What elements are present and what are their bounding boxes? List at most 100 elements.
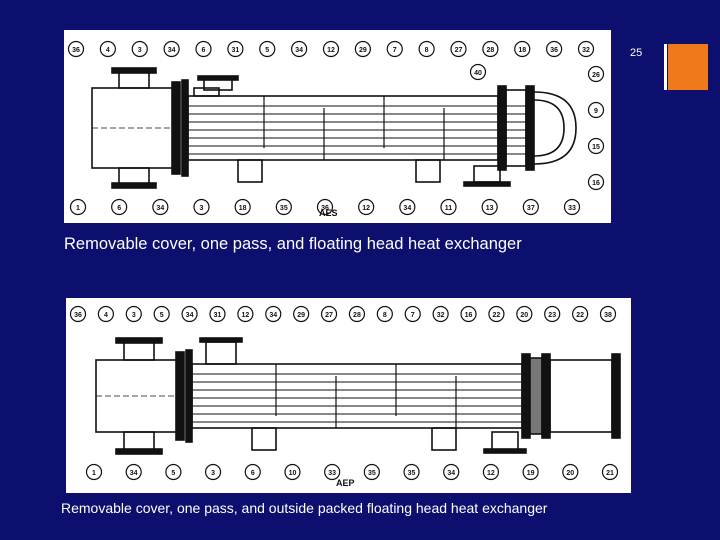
aes-callout-top-12: 27 xyxy=(450,40,467,58)
aes-callout-bottom-4: 18 xyxy=(234,198,251,216)
svg-text:35: 35 xyxy=(408,470,416,477)
svg-text:34: 34 xyxy=(447,470,455,477)
svg-text:12: 12 xyxy=(327,47,335,54)
svg-text:1: 1 xyxy=(92,470,96,477)
svg-text:18: 18 xyxy=(239,205,247,212)
svg-text:6: 6 xyxy=(251,470,255,477)
aes-callout-bottom-9: 11 xyxy=(440,198,457,216)
svg-text:32: 32 xyxy=(582,47,590,54)
aep-designation: AEP xyxy=(336,478,355,488)
aep-callout-top-9: 27 xyxy=(320,305,338,323)
aes-callout-top-8: 12 xyxy=(322,40,340,58)
aes-callout-top-16: 32 xyxy=(577,40,595,58)
aes-callout-inner-0: 40 xyxy=(469,63,487,81)
aep-callout-top-10: 28 xyxy=(348,305,366,323)
aep-callout-top-13: 32 xyxy=(432,305,449,323)
aes-callout-top-9: 29 xyxy=(354,40,371,58)
svg-text:8: 8 xyxy=(425,47,429,54)
aes-callout-top-10: 7 xyxy=(386,40,403,58)
aes-callout-top-13: 28 xyxy=(482,40,499,58)
aes-callout-top-15: 36 xyxy=(546,40,563,58)
svg-text:36: 36 xyxy=(74,312,82,319)
aes-callout-right-3: 16 xyxy=(587,173,605,191)
aep-callout-top-0: 36 xyxy=(69,305,87,323)
svg-text:20: 20 xyxy=(566,470,574,477)
aes-callout-top-7: 34 xyxy=(291,40,308,58)
aes-callout-top-1: 4 xyxy=(99,40,116,58)
svg-text:4: 4 xyxy=(104,312,108,319)
aep-callout-top-7: 34 xyxy=(265,305,282,323)
aep-callout-top-12: 7 xyxy=(404,305,421,323)
svg-text:37: 37 xyxy=(527,205,535,212)
svg-text:19: 19 xyxy=(527,470,535,477)
aes-callout-bottom-6: 36 xyxy=(316,198,334,216)
aep-callout-top-6: 12 xyxy=(237,305,254,323)
svg-text:22: 22 xyxy=(576,312,584,319)
aep-callout-bottom-0: 1 xyxy=(85,463,103,481)
aep-callout-top-11: 8 xyxy=(376,305,393,323)
aep-callout-top-4: 34 xyxy=(181,305,198,323)
aes-callout-bottom-2: 34 xyxy=(152,198,169,216)
svg-text:5: 5 xyxy=(160,312,164,319)
svg-text:34: 34 xyxy=(168,47,176,54)
svg-text:6: 6 xyxy=(202,47,206,54)
aep-callout-bottom-12: 20 xyxy=(562,463,579,481)
aes-callout-top-4: 6 xyxy=(195,40,212,58)
svg-text:33: 33 xyxy=(328,470,336,477)
aep-callout-bottom-10: 12 xyxy=(482,463,500,481)
svg-text:10: 10 xyxy=(289,470,297,477)
svg-text:34: 34 xyxy=(403,205,411,212)
svg-text:29: 29 xyxy=(359,47,367,54)
aep-callout-bottom-9: 34 xyxy=(443,463,460,481)
aes-callout-top-3: 34 xyxy=(163,40,180,58)
svg-text:34: 34 xyxy=(295,47,303,54)
aes-callout-top-2: 3 xyxy=(131,40,148,58)
svg-text:5: 5 xyxy=(171,470,175,477)
svg-text:34: 34 xyxy=(186,312,194,319)
svg-text:20: 20 xyxy=(520,312,528,319)
aep-callout-top-8: 29 xyxy=(293,305,310,323)
aes-callout-right-0: 26 xyxy=(587,65,605,83)
slide-number: 25 xyxy=(630,47,643,59)
svg-text:18: 18 xyxy=(518,47,526,54)
svg-text:7: 7 xyxy=(393,47,397,54)
svg-text:12: 12 xyxy=(487,470,495,477)
svg-text:36: 36 xyxy=(321,205,329,212)
aep-callout-bottom-3: 3 xyxy=(204,463,222,481)
svg-text:32: 32 xyxy=(437,312,445,319)
aes-callout-bottom-8: 34 xyxy=(399,198,416,216)
svg-text:12: 12 xyxy=(241,312,249,319)
aep-callout-top-2: 3 xyxy=(125,305,142,323)
aep-callout-bottom-5: 10 xyxy=(284,463,301,481)
aep-callout-bottom-8: 35 xyxy=(403,463,420,481)
aep-callout-bottom-2: 5 xyxy=(165,463,182,481)
aes-callout-bottom-10: 13 xyxy=(481,198,498,216)
svg-text:1: 1 xyxy=(76,205,80,212)
aes-callout-right-2: 15 xyxy=(587,137,605,155)
aep-callout-top-5: 31 xyxy=(209,305,226,323)
aes-callout-bottom-11: 37 xyxy=(522,198,539,216)
orange-accent-bar xyxy=(668,44,708,90)
aep-callout-top-3: 5 xyxy=(153,305,170,323)
caption-aes: Removable cover, one pass, and floating … xyxy=(64,235,522,253)
svg-text:13: 13 xyxy=(486,205,494,212)
aes-designation: AES xyxy=(319,208,338,218)
svg-text:28: 28 xyxy=(353,312,361,319)
aes-callout-bottom-0: 1 xyxy=(69,198,87,216)
svg-text:21: 21 xyxy=(606,470,614,477)
aep-callout-bottom-11: 19 xyxy=(522,463,539,481)
aes-callout-bottom-7: 12 xyxy=(358,198,375,216)
aep-callout-bottom-6: 33 xyxy=(324,463,341,481)
svg-text:16: 16 xyxy=(592,180,600,187)
aep-callout-top-17: 23 xyxy=(544,305,561,323)
aes-callout-top-5: 31 xyxy=(227,40,244,58)
aep-callout-top-1: 4 xyxy=(97,305,114,323)
svg-text:5: 5 xyxy=(265,47,269,54)
svg-text:31: 31 xyxy=(214,312,222,319)
svg-text:26: 26 xyxy=(592,72,600,79)
svg-text:7: 7 xyxy=(411,312,415,319)
svg-text:3: 3 xyxy=(132,312,136,319)
aes-callout-top-6: 5 xyxy=(259,40,276,58)
aes-callout-bottom-12: 33 xyxy=(563,198,581,216)
